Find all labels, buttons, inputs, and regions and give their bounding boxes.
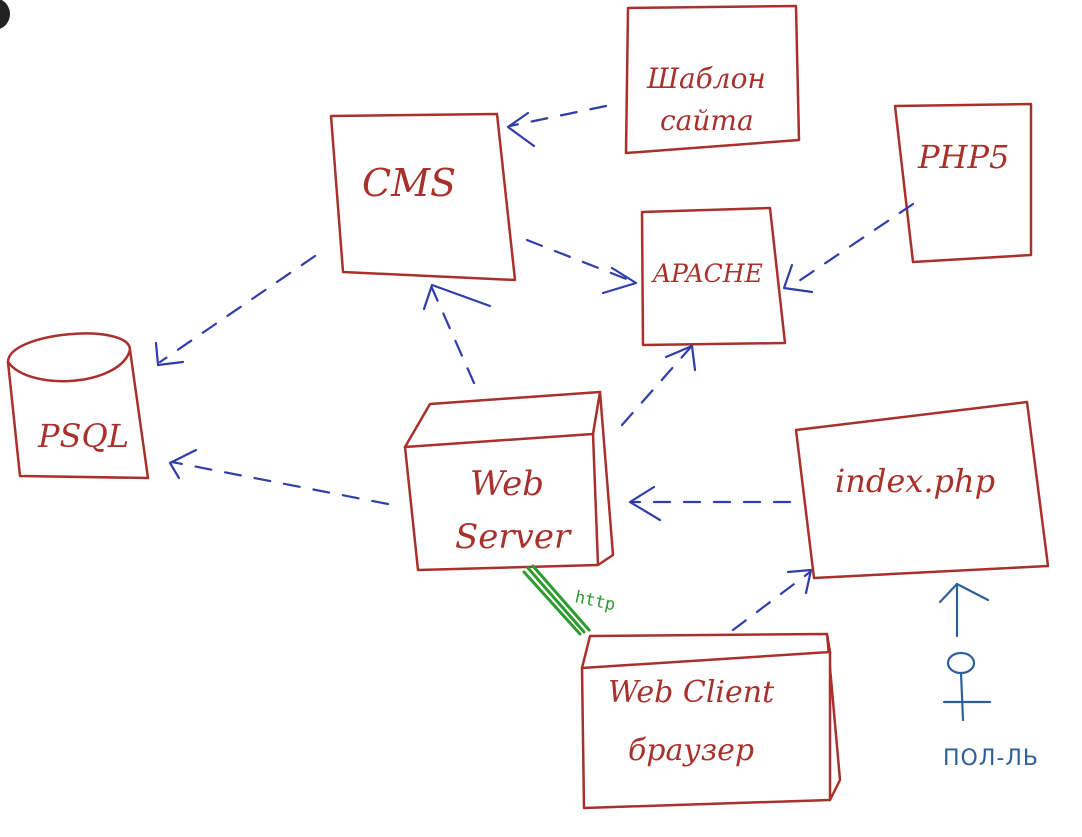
edge-webserver-to-psql <box>168 448 390 506</box>
node-psql-label: PSQL <box>37 417 129 455</box>
edge-webserver-to-cms <box>422 283 492 385</box>
edge-php-to-apache <box>782 202 915 294</box>
node-apache-label: APACHE <box>651 259 763 288</box>
node-index: index.php <box>794 400 1050 580</box>
actor-user: ПОЛ-ЛЬ <box>938 582 1039 771</box>
node-template-line1: Шаблон <box>646 62 766 95</box>
node-webserver: Web Server <box>403 390 615 572</box>
node-apache: APACHE <box>640 206 787 347</box>
actor-head <box>946 651 976 675</box>
edge-webserver-to-apache <box>620 344 697 427</box>
node-webclient-line2: браузер <box>628 733 754 768</box>
edge-cms-to-apache <box>525 238 638 295</box>
corner-mark <box>0 0 10 29</box>
edge-index-to-webserver <box>628 485 792 522</box>
edge-cms-to-psql <box>154 254 317 367</box>
actor-label: ПОЛ-ЛЬ <box>943 746 1039 771</box>
edge-webclient-to-index <box>731 568 813 632</box>
http-label: http <box>573 587 617 615</box>
node-php-label: PHP5 <box>917 138 1009 176</box>
edge-template-to-cms <box>506 104 608 148</box>
node-webclient: Web Client браузер <box>580 632 842 810</box>
edge-webserver-webclient-http: http <box>522 564 617 636</box>
node-template: Шаблон сайта <box>624 4 801 155</box>
node-template-line2: сайта <box>660 104 754 137</box>
node-cms: CMS <box>329 112 517 282</box>
node-psql: PSQL <box>6 332 150 480</box>
node-cms-label: CMS <box>362 161 456 205</box>
node-php: PHP5 <box>893 102 1033 264</box>
node-index-label: index.php <box>835 462 995 500</box>
node-webserver-line2: Server <box>455 517 572 557</box>
node-webclient-line1: Web Client <box>608 675 775 710</box>
node-webserver-line1: Web <box>470 464 544 504</box>
